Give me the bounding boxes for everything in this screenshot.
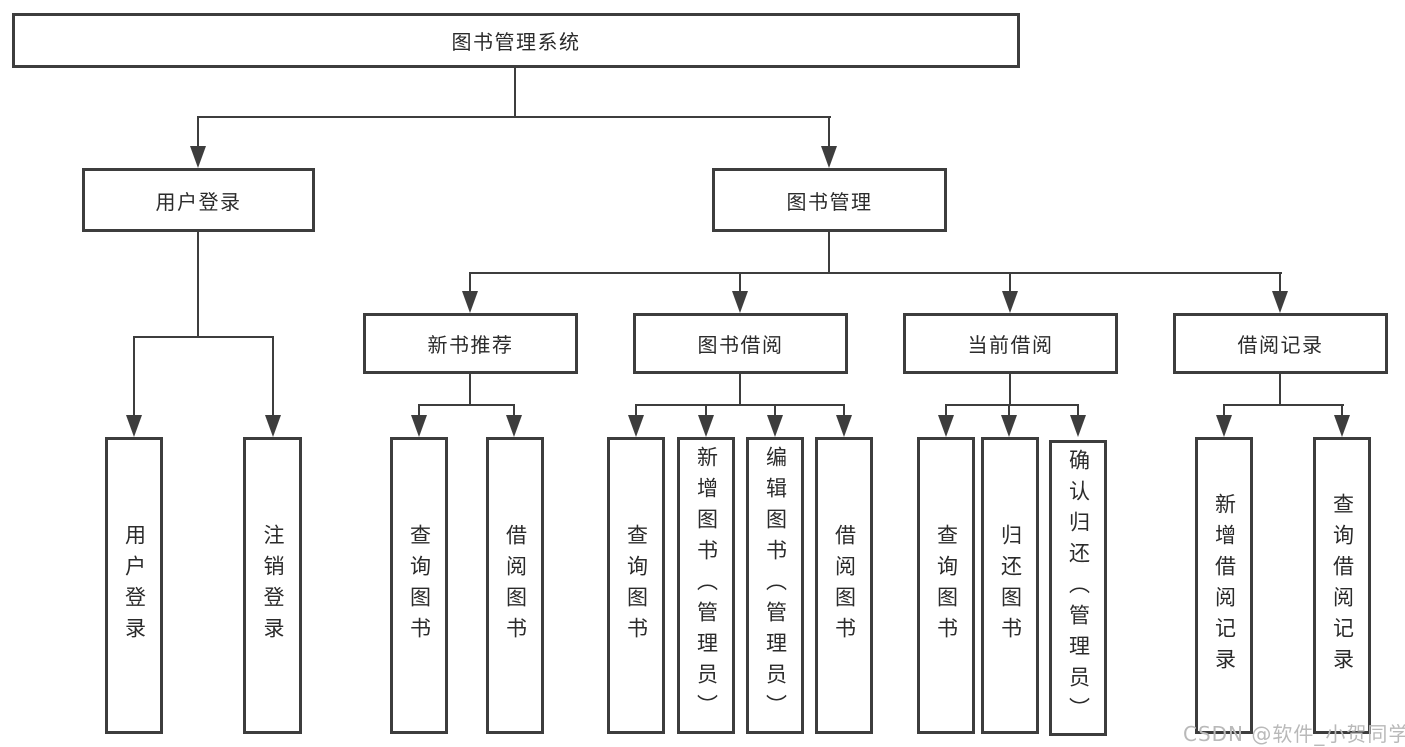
connector-segment — [513, 405, 515, 417]
connector-segment — [469, 273, 471, 292]
arrowhead-down-icon — [767, 415, 783, 437]
connector-segment — [739, 374, 741, 405]
connector-segment — [1223, 405, 1225, 417]
connector-segment — [1279, 374, 1281, 405]
connector-segment — [828, 117, 830, 148]
arrowhead-down-icon — [836, 415, 852, 437]
leaf-cb-query-book: 查询图书 — [917, 437, 975, 734]
connector-segment — [1077, 405, 1079, 417]
connector-segment — [1341, 405, 1343, 417]
arrowhead-down-icon — [190, 146, 206, 168]
connector-segment — [945, 404, 1079, 406]
leaf-user-login: 用户登录 — [105, 437, 163, 734]
node-book-management: 图书管理 — [712, 168, 947, 232]
connector-segment — [469, 374, 471, 406]
node-book-borrow: 图书借阅 — [633, 313, 848, 374]
connector-segment — [1008, 405, 1010, 417]
arrowhead-down-icon — [411, 415, 427, 437]
leaf-nb-query-book: 查询图书 — [390, 437, 448, 734]
connector-segment — [635, 405, 637, 417]
connector-segment — [418, 404, 515, 406]
watermark: CSDN @软件_小贺同学 — [1183, 722, 1405, 746]
node-new-book-recommend: 新书推荐 — [363, 313, 578, 374]
arrowhead-down-icon — [1334, 415, 1350, 437]
arrowhead-down-icon — [821, 146, 837, 168]
arrowhead-down-icon — [698, 415, 714, 437]
arrowhead-down-icon — [126, 415, 142, 437]
connector-segment — [197, 116, 831, 118]
node-borrow-record: 借阅记录 — [1173, 313, 1388, 374]
leaf-cb-return-book: 归还图书 — [981, 437, 1039, 734]
arrowhead-down-icon — [1272, 291, 1288, 313]
connector-segment — [774, 405, 776, 417]
connector-segment — [739, 273, 741, 292]
arrowhead-down-icon — [1002, 291, 1018, 313]
arrowhead-down-icon — [1216, 415, 1232, 437]
leaf-bb-add-book-admin: 新增图书（管理员） — [677, 437, 735, 734]
connector-segment — [828, 232, 830, 273]
arrowhead-down-icon — [462, 291, 478, 313]
connector-segment — [469, 272, 1282, 274]
connector-segment — [843, 405, 845, 417]
arrowhead-down-icon — [506, 415, 522, 437]
arrowhead-down-icon — [628, 415, 644, 437]
connector-segment — [705, 405, 707, 417]
arrowhead-down-icon — [265, 415, 281, 437]
connector-segment — [272, 337, 274, 416]
leaf-logout: 注销登录 — [243, 437, 302, 734]
connector-segment — [1279, 273, 1281, 292]
leaf-br-add-record: 新增借阅记录 — [1195, 437, 1253, 734]
connector-segment — [133, 337, 135, 416]
node-current-borrow: 当前借阅 — [903, 313, 1118, 374]
connector-segment — [635, 404, 845, 406]
node-user-login: 用户登录 — [82, 168, 315, 232]
connector-segment — [197, 232, 199, 337]
connector-segment — [1223, 404, 1344, 406]
connector-segment — [418, 405, 420, 417]
connector-segment — [1009, 374, 1011, 405]
connector-segment — [1009, 273, 1011, 292]
leaf-bb-borrow-book: 借阅图书 — [815, 437, 873, 734]
connector-segment — [514, 68, 516, 117]
arrowhead-down-icon — [1001, 415, 1017, 437]
leaf-bb-edit-book-admin: 编辑图书（管理员） — [746, 437, 804, 734]
arrowhead-down-icon — [732, 291, 748, 313]
connector-segment — [133, 336, 274, 338]
connector-segment — [945, 405, 947, 417]
leaf-br-query-record: 查询借阅记录 — [1313, 437, 1371, 734]
connector-segment — [197, 117, 199, 148]
leaf-nb-borrow-book: 借阅图书 — [486, 437, 544, 734]
arrowhead-down-icon — [938, 415, 954, 437]
node-root: 图书管理系统 — [12, 13, 1020, 68]
leaf-bb-query-book: 查询图书 — [607, 437, 665, 734]
arrowhead-down-icon — [1070, 415, 1086, 437]
leaf-cb-confirm-return-admin: 确认归还（管理员） — [1049, 440, 1107, 736]
